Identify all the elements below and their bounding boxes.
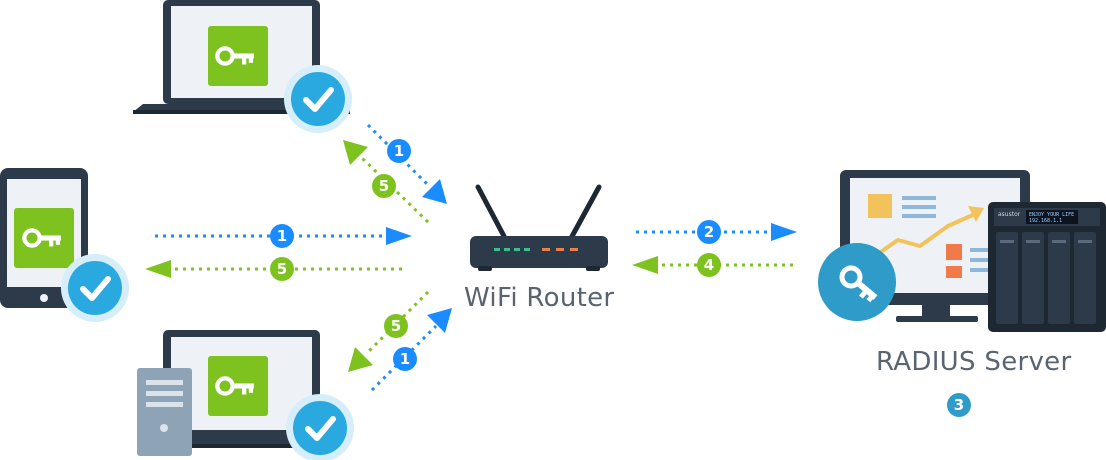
nas-screen-line-1: ENJOY YOUR LIFE [1029,212,1074,218]
server-step-badge: 3 [947,393,971,417]
step-badge-tablet-accept: 5 [277,260,287,278]
step-badge-tablet-request: 1 [277,227,287,245]
flow-router-to-server: 2 [636,220,797,244]
router-label: WiFi Router [464,283,615,313]
router-icon [470,184,608,271]
flow-server-to-router: 4 [632,253,793,277]
flow-desktop-request: 1 [370,308,452,392]
step-badge-router-to-server: 2 [704,223,714,241]
tablet-key-icon [14,208,74,268]
step-badge-laptop-request: 1 [394,142,404,160]
server-step-label: 3 [954,396,964,414]
flow-tablet-request: 1 [155,224,412,248]
flow-laptop-request: 1 [366,123,447,204]
nas-brand: asustor [998,211,1021,218]
flow-tablet-accept: 5 [145,257,402,281]
laptop-check-icon [284,65,352,133]
tablet-check-icon [61,254,129,322]
nas-screen-line-2: 192.168.1.1 [1029,218,1062,224]
step-badge-desktop-accept: 5 [391,317,401,335]
step-badge-desktop-request: 1 [400,350,410,368]
nas-icon: asustor ENJOY YOUR LIFE 192.168.1.1 [988,202,1106,332]
server-key-icon [818,243,896,321]
flow-laptop-accept: 5 [343,140,430,224]
server-label: RADIUS Server [876,347,1072,377]
desktop-key-icon [208,356,268,416]
flow-desktop-accept: 5 [348,290,430,372]
step-badge-server-to-router: 4 [704,256,714,274]
laptop-key-icon [208,26,268,86]
step-badge-laptop-accept: 5 [379,177,389,195]
desktop-check-icon [286,394,354,460]
